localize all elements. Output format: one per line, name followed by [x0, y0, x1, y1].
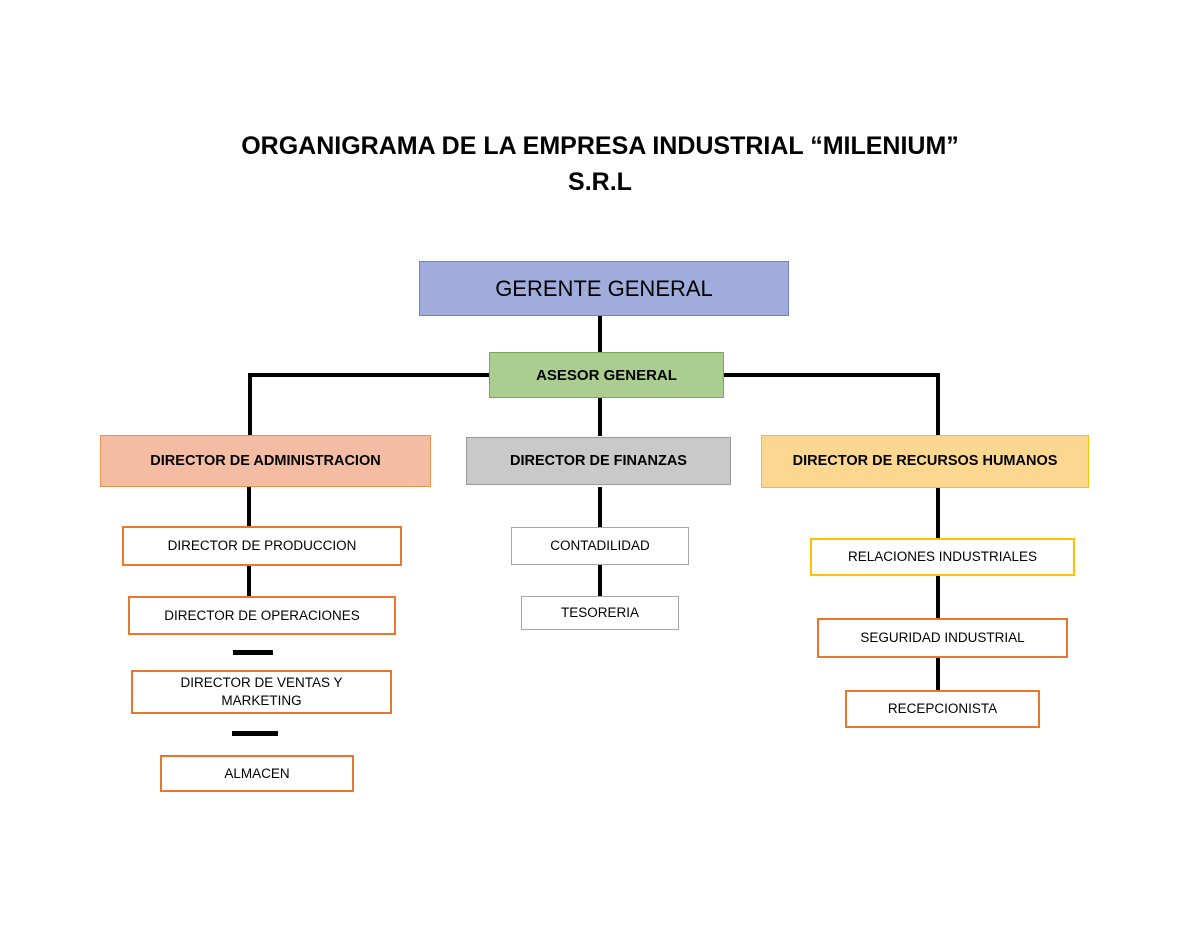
- connector-contadilidad-to-tesoreria: [598, 565, 602, 597]
- node-seguridad-industrial-label: SEGURIDAD INDUSTRIAL: [860, 630, 1025, 645]
- node-asesor-general[interactable]: ASESOR GENERAL: [489, 352, 724, 398]
- connector-bus-to-director-administracion: [248, 373, 252, 436]
- node-director-finanzas-label: DIRECTOR DE FINANZAS: [510, 452, 687, 469]
- node-director-operaciones-label: DIRECTOR DE OPERACIONES: [164, 607, 360, 623]
- node-seguridad-industrial[interactable]: SEGURIDAD INDUSTRIAL: [817, 618, 1068, 658]
- connector-seguridad-to-recepcionista: [936, 657, 940, 691]
- node-almacen-label: ALMACEN: [224, 765, 290, 781]
- node-relaciones-industriales-label: RELACIONES INDUSTRIALES: [847, 549, 1038, 564]
- node-almacen[interactable]: ALMACEN: [160, 755, 354, 792]
- connector-rrhh-to-relaciones: [936, 487, 940, 539]
- connector-bus-to-director-rrhh: [936, 373, 940, 436]
- connector-gerente-to-asesor: [598, 315, 602, 355]
- node-director-produccion-label: DIRECTOR DE PRODUCCION: [167, 538, 357, 553]
- node-director-ventas-marketing-label: DIRECTOR DE VENTAS Y MARKETING: [180, 675, 343, 708]
- page-title-line-1: ORGANIGRAMA DE LA EMPRESA INDUSTRIAL “MI…: [241, 132, 959, 160]
- node-director-operaciones[interactable]: DIRECTOR DE OPERACIONES: [128, 596, 396, 635]
- node-recepcionista-label: RECEPCIONISTA: [887, 701, 998, 716]
- node-director-administracion[interactable]: DIRECTOR DE ADMINISTRACION: [100, 435, 431, 487]
- node-asesor-general-label: ASESOR GENERAL: [536, 366, 677, 384]
- node-recepcionista[interactable]: RECEPCIONISTA: [845, 690, 1040, 728]
- node-director-ventas-marketing[interactable]: DIRECTOR DE VENTAS Y MARKETING: [131, 670, 392, 714]
- connector-ventas-to-almacen: [232, 731, 278, 736]
- connector-asesor-to-director-finanzas: [598, 398, 602, 436]
- node-gerente-general[interactable]: GERENTE GENERAL: [419, 261, 789, 316]
- connector-bus-left: [248, 373, 492, 377]
- page-title: ORGANIGRAMA DE LA EMPRESA INDUSTRIAL “MI…: [120, 128, 1080, 200]
- node-director-administracion-label: DIRECTOR DE ADMINISTRACION: [150, 452, 381, 469]
- node-tesoreria[interactable]: TESORERIA: [521, 596, 679, 630]
- node-contadilidad[interactable]: CONTADILIDAD: [511, 527, 689, 565]
- node-director-recursos-humanos-label: DIRECTOR DE RECURSOS HUMANOS: [792, 453, 1058, 469]
- page-title-line-2: S.R.L: [568, 168, 632, 196]
- connector-administracion-to-produccion: [247, 487, 251, 527]
- node-director-produccion[interactable]: DIRECTOR DE PRODUCCION: [122, 526, 402, 566]
- connector-produccion-to-operaciones: [247, 565, 251, 597]
- connector-relaciones-to-seguridad: [936, 575, 940, 619]
- connector-finanzas-to-contadilidad: [598, 487, 602, 527]
- node-contadilidad-label: CONTADILIDAD: [550, 538, 650, 553]
- node-director-recursos-humanos[interactable]: DIRECTOR DE RECURSOS HUMANOS: [761, 435, 1089, 488]
- node-tesoreria-label: TESORERIA: [560, 605, 639, 620]
- connector-bus-right: [724, 373, 940, 377]
- node-gerente-general-label: GERENTE GENERAL: [495, 275, 713, 301]
- node-director-finanzas[interactable]: DIRECTOR DE FINANZAS: [466, 437, 731, 485]
- connector-operaciones-to-ventas: [233, 650, 273, 655]
- node-relaciones-industriales[interactable]: RELACIONES INDUSTRIALES: [810, 538, 1075, 576]
